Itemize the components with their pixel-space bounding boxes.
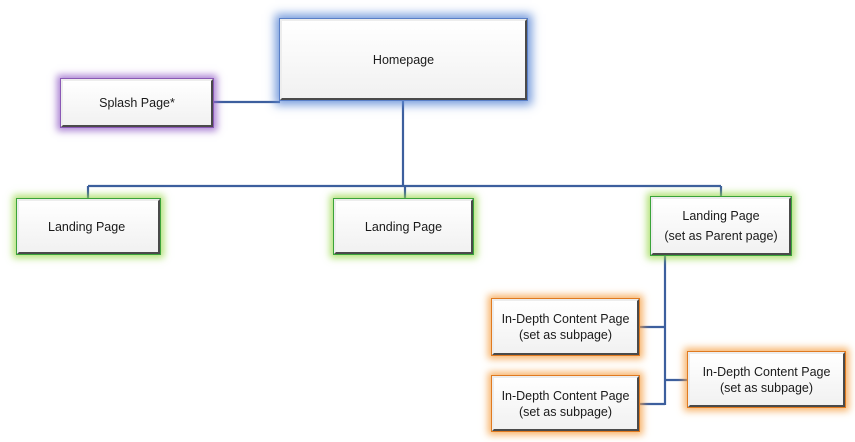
splash-page-label: Splash Page*	[99, 96, 175, 110]
landing-page-box-1: Landing Page	[17, 199, 160, 254]
landing-page-box-2: Landing Page	[334, 199, 473, 254]
subpage-2-line1: In-Depth Content Page	[501, 388, 630, 403]
splash-page-box: Splash Page*	[61, 79, 213, 127]
subpage-3-line1: In-Depth Content Page	[702, 364, 831, 379]
subpage-box-3: In-Depth Content Page (set as subpage)	[688, 352, 845, 407]
subpage-box-1: In-Depth Content Page (set as subpage)	[492, 299, 639, 355]
subpage-2-line2: (set as subpage)	[518, 404, 613, 419]
subpage-1-line2: (set as subpage)	[518, 328, 613, 342]
landing-parent-line1: Landing Page	[682, 209, 760, 223]
homepage-label: Homepage	[372, 52, 435, 67]
landing-page-label-1: Landing Page	[48, 219, 126, 234]
subpage-3-line2: (set as subpage)	[719, 380, 814, 395]
homepage-box: Homepage	[280, 19, 527, 100]
subpage-box-2: In-Depth Content Page (set as subpage)	[492, 376, 639, 431]
landing-page-label-2: Landing Page	[364, 219, 443, 234]
landing-parent-page-box: Landing Page (set as Parent page)	[651, 197, 791, 255]
landing-parent-line2: (set as Parent page)	[664, 229, 778, 243]
subpage-1-line1: In-Depth Content Page	[501, 312, 630, 326]
